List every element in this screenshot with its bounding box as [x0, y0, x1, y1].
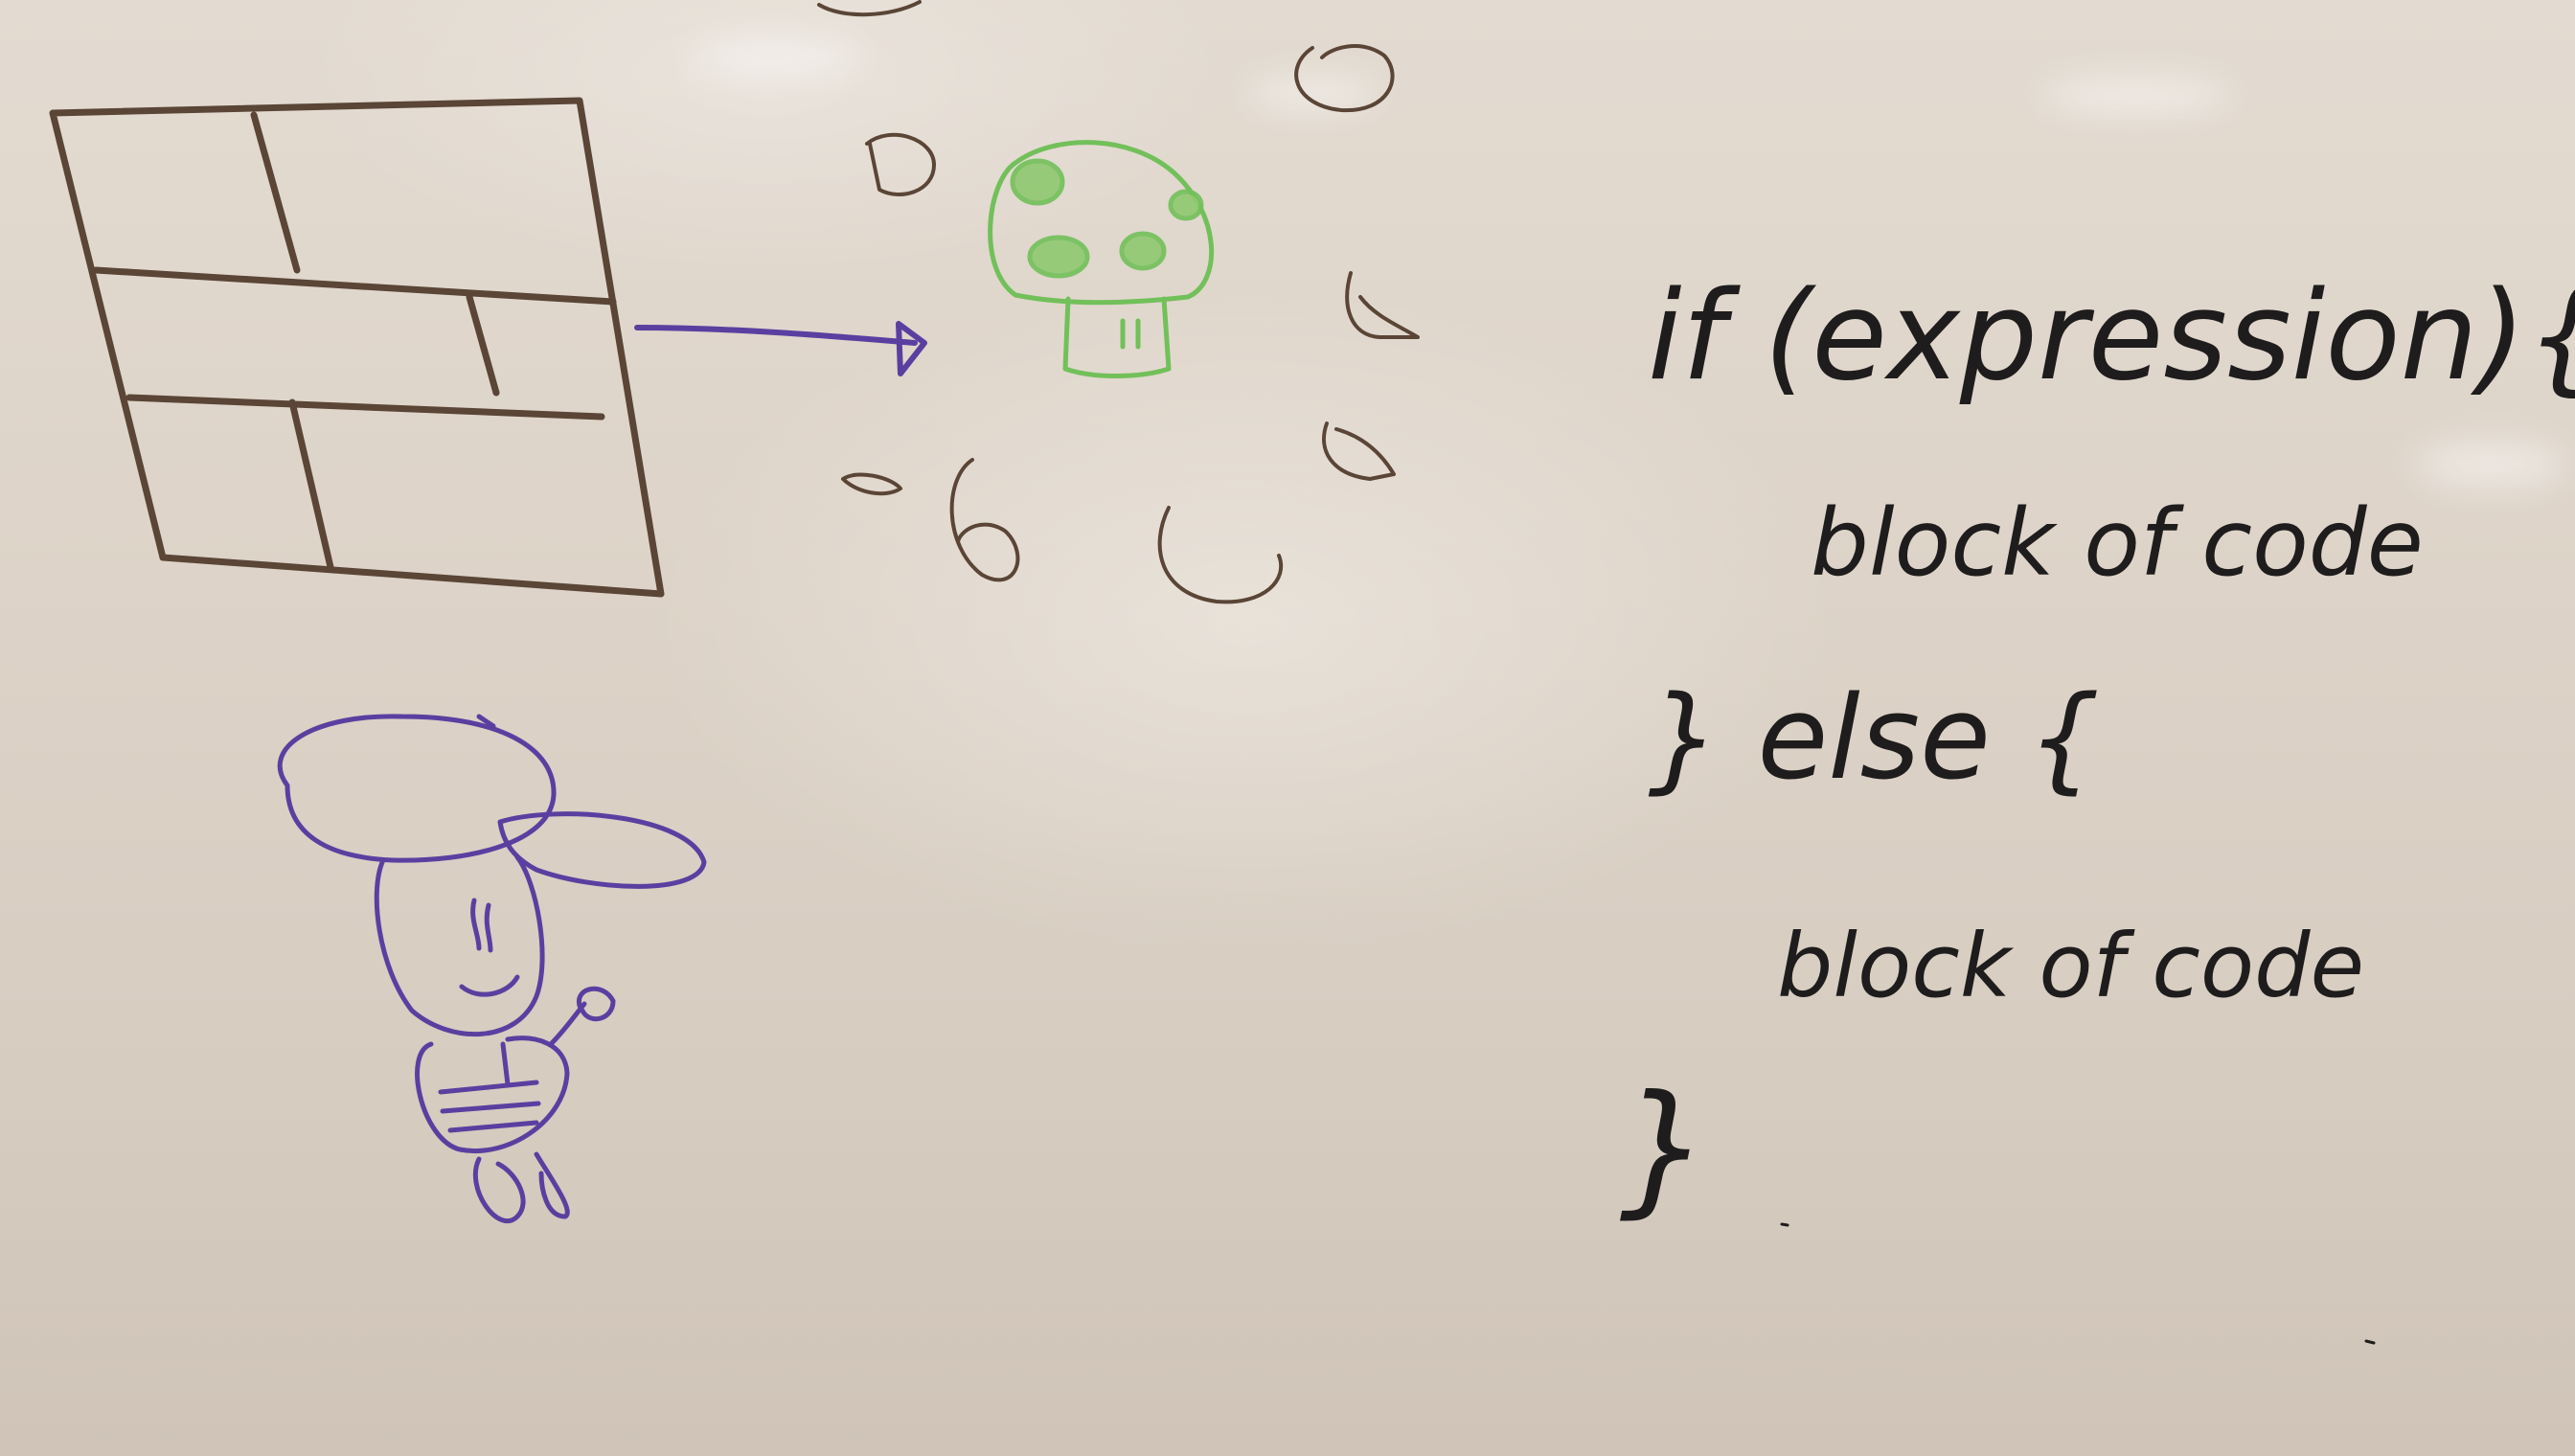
closing-brace: }	[1619, 1065, 1710, 1232]
mushroom-icon	[988, 140, 1215, 378]
if-line: if (expression){	[1648, 265, 2575, 408]
code-block: if (expression){ block of code } else { …	[1619, 265, 2575, 1232]
light-reflection	[1245, 77, 1379, 111]
light-reflection	[690, 38, 862, 77]
arrow-right-icon	[634, 321, 927, 376]
light-reflection	[2414, 441, 2567, 489]
orbit-marks	[817, 0, 1420, 604]
block-of-code-2: block of code	[1777, 915, 2364, 1017]
cap-character-icon	[277, 714, 707, 1224]
brick-wall-grid-icon	[49, 97, 665, 598]
board-specks	[1780, 1222, 2376, 1345]
block-of-code-1: block of code	[1811, 489, 2424, 597]
else-line: } else {	[1648, 672, 2101, 806]
light-reflection	[2040, 77, 2232, 115]
